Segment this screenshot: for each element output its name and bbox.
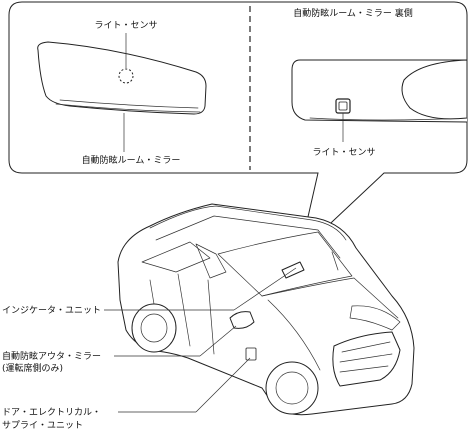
room-mirror-front — [37, 33, 207, 152]
inset-right-mirror-back-label: 自動防眩ルーム・ミラー 裏側 — [293, 7, 413, 19]
light-sensor-marker — [118, 68, 134, 84]
outer-mirror-label-line1: 自動防眩アウタ・ミラー — [2, 350, 101, 362]
door-supply-label-line2: サプライ・ユニット — [2, 420, 83, 431]
outer-mirror-label-line2: (運転席側のみ) — [2, 362, 63, 374]
indicator-unit-label: インジケータ・ユニット — [2, 305, 101, 316]
door-supply-label-line1: ドア・エレクトリカル・ — [2, 407, 101, 418]
inset-left-mirror-label: 自動防眩ルーム・ミラー — [82, 154, 181, 166]
door-supply-unit-mark — [245, 347, 257, 361]
car-illustration — [117, 203, 415, 416]
inset-right-light-sensor-label: ライト・センサ — [312, 147, 375, 158]
room-mirror-back — [291, 59, 468, 142]
outer-mirror — [229, 311, 255, 329]
inset-left-light-sensor-label: ライト・センサ — [94, 20, 157, 31]
inset-box — [8, 1, 468, 254]
